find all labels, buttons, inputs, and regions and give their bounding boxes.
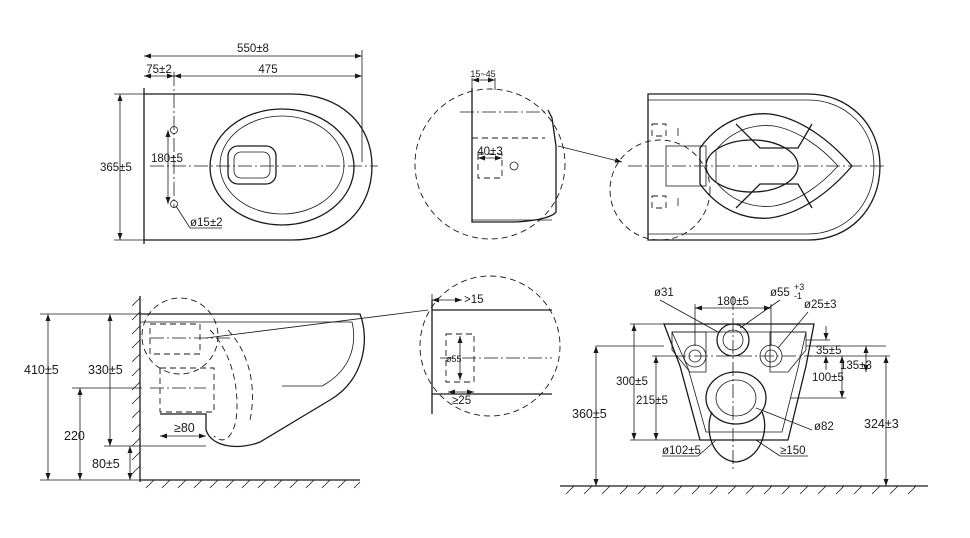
floor-hatch-left — [145, 479, 361, 489]
bottom-view — [609, 93, 884, 241]
side-trap — [209, 329, 238, 441]
dim-410-label: 410±5 — [24, 363, 59, 377]
dim-d82-label: ø82 — [814, 421, 834, 433]
dim-15-label: >15 — [464, 294, 484, 306]
detail-top-bolt — [509, 161, 519, 171]
dim-215-label: 215±5 — [636, 395, 668, 407]
outlet — [227, 145, 277, 185]
side-outlet — [159, 367, 215, 413]
front-left-cup — [671, 331, 707, 373]
dim-324-label: 324±3 — [864, 417, 899, 431]
dim-d102-label: ø102±5 — [662, 445, 701, 457]
bottom-hole-top — [651, 123, 667, 137]
top-view: 550±8 75±2 475 365±5 180±5 ø15±2 — [100, 43, 378, 244]
front-outlet-inner — [715, 379, 757, 417]
detail-top-hole — [477, 153, 503, 179]
rim-inner — [219, 115, 345, 215]
d150-leader — [755, 439, 781, 457]
detail-top-connector — [557, 145, 623, 163]
dim-100-label: 100±5 — [812, 372, 844, 384]
side-detail-circle — [141, 297, 219, 375]
dim-360-label: 360±5 — [572, 407, 607, 421]
side-bowl-outline — [140, 313, 366, 448]
dim-25-label: ≥25 — [452, 395, 471, 407]
front-inner — [671, 331, 807, 433]
side-inner-curve — [282, 321, 355, 387]
wall-hatch — [131, 297, 141, 475]
dim-80-label: 80±5 — [92, 457, 120, 471]
dim-180-label: 180±5 — [151, 153, 183, 165]
bolt-dia-label: ø15±2 — [190, 217, 223, 229]
rim-outer — [209, 108, 355, 226]
dim-clear-80-label: ≥80 — [174, 421, 195, 435]
side-detail-connector — [205, 309, 429, 339]
bottom-rib-top — [735, 123, 813, 149]
dim-d25-label: ø25±3 — [804, 299, 837, 311]
dim-d31-label: ø31 — [654, 287, 674, 299]
detail-top-body — [471, 88, 557, 223]
d55-tol-top: +3 — [794, 282, 804, 292]
dim-135-label: 135±3 — [840, 360, 872, 372]
top-view-outline — [144, 93, 373, 241]
detail-bottom: >15 ø55 ≥25 — [419, 275, 561, 417]
outlet-inner — [233, 151, 271, 179]
dim-15-45-label: 15~45 — [470, 69, 495, 79]
front-outlet-outer — [705, 371, 767, 425]
front-outer — [663, 323, 815, 441]
dim-330-label: 330±5 — [88, 363, 123, 377]
bottom-rib-bot — [735, 183, 813, 209]
d102-leader — [697, 439, 717, 457]
side-view: 410±5 330±5 220 80±5 ≥80 — [24, 296, 429, 489]
dim-180-front-label: 180±5 — [717, 296, 749, 308]
side-trap-2 — [227, 329, 253, 421]
dim-365-label: 365±5 — [100, 162, 132, 174]
bottom-hole-bot — [651, 195, 667, 209]
dim-475-label: 475 — [258, 64, 277, 76]
d55-leader — [739, 299, 781, 329]
detail-circle-top — [414, 88, 566, 240]
dim-150-label: ≥150 — [780, 445, 806, 457]
dim-40-label: 40±3 — [477, 146, 503, 158]
dim-35-label: 35±5 — [816, 345, 842, 357]
detail-circle-bottom — [419, 275, 561, 417]
dim-550-label: 550±8 — [237, 43, 269, 55]
front-view: 360±5 300±5 215±5 ø31 180±5 ø55 +3 -1 ø2… — [560, 282, 928, 495]
bolt-leader — [175, 205, 191, 229]
front-trap — [708, 411, 766, 463]
dim-d55-front-label: ø55 — [770, 287, 790, 299]
d31-leader — [659, 299, 719, 333]
d82-leader — [755, 407, 813, 431]
side-inlet — [149, 323, 201, 355]
dim-75-label: 75±2 — [146, 64, 172, 76]
d55-tol-bot: -1 — [794, 291, 802, 301]
dim-d55-det-label: ø55 — [446, 354, 462, 364]
dim-300-label: 300±5 — [616, 376, 648, 388]
d25-leader — [777, 311, 809, 349]
bottom-detail-circle — [609, 139, 711, 241]
dim-220-label: 220 — [64, 429, 85, 443]
front-right-cup — [769, 331, 807, 373]
floor-hatch-right — [565, 485, 917, 495]
detail-top: 15~45 40±3 — [414, 69, 623, 240]
